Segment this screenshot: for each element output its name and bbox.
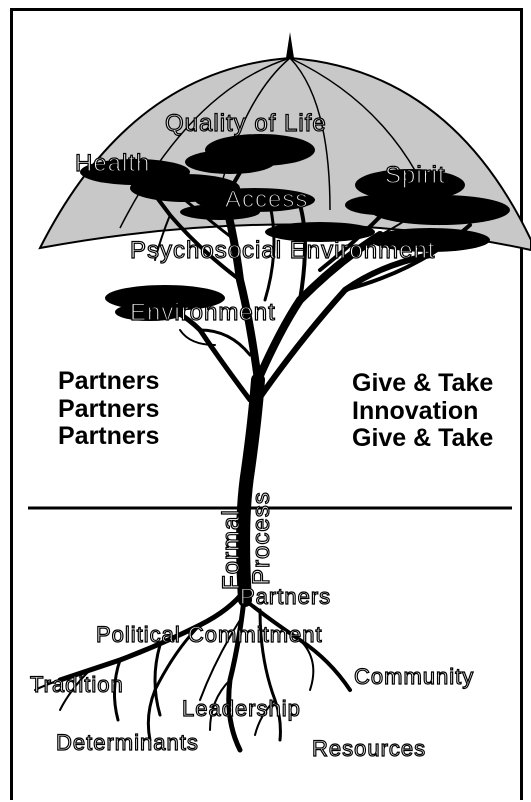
label-resources: Resources: [311, 736, 427, 761]
partners-line: Partners: [58, 394, 160, 423]
give-take-block: Give & Take Innovation Give & Take: [352, 369, 494, 453]
partners-line: Partners: [58, 367, 160, 395]
label-formal: Formal: [217, 509, 245, 591]
label-access: Access: [224, 186, 309, 213]
label-spirit: Spirit: [384, 162, 446, 189]
label-political-commitment: Political Commitment: [95, 622, 323, 647]
innovation-line: Innovation: [352, 396, 479, 425]
spire: [286, 32, 294, 58]
label-leadership: Leadership: [181, 696, 301, 721]
foliage: [80, 134, 510, 321]
label-quality-of-life: Quality of Life: [164, 110, 327, 137]
roots: [34, 587, 352, 753]
label-community: Community: [353, 664, 475, 689]
partners-block: Partners Partners Partners: [58, 367, 160, 451]
label-health: Health: [74, 150, 151, 177]
partners-line: Partners: [58, 422, 160, 450]
give-take-line: Give & Take: [352, 369, 494, 397]
label-partners-root: Partners: [239, 584, 332, 609]
label-determinants: Determinants: [55, 730, 199, 755]
label-psychosocial-environment: Psychosocial Environment: [129, 237, 436, 264]
give-take-line: Give & Take: [352, 424, 494, 452]
branches: [138, 148, 472, 607]
label-process: Process: [247, 491, 275, 586]
label-tradition: Tradition: [29, 672, 124, 697]
label-environment: Environment: [129, 299, 276, 326]
